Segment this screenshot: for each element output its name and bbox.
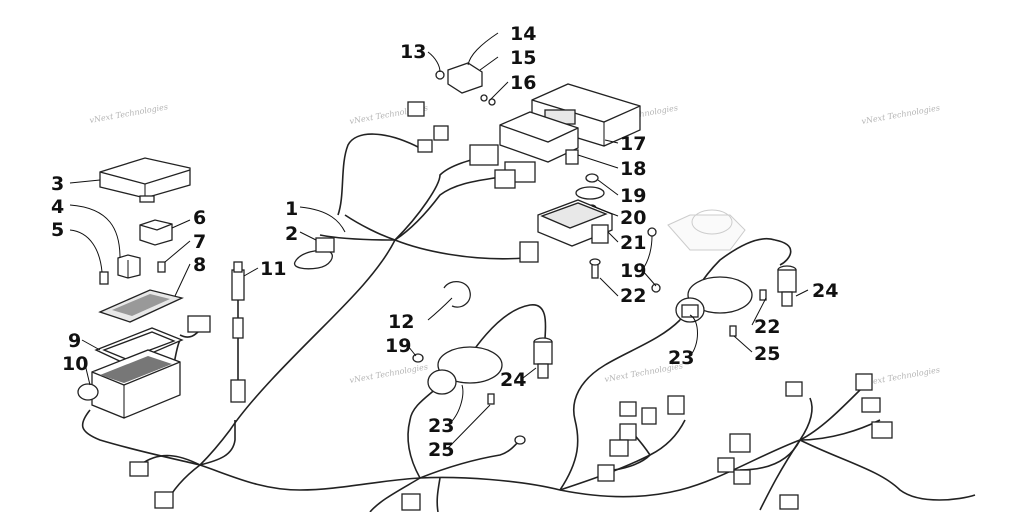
callout-9: 9	[68, 330, 81, 352]
callout-19-left: 19	[385, 335, 411, 357]
callout-21: 21	[620, 232, 646, 254]
watermark-5: vNext Technologies	[349, 362, 429, 385]
starter-motor	[667, 209, 746, 251]
callout-11: 11	[260, 258, 286, 280]
callout-7: 7	[193, 231, 206, 253]
fuse-box-gasket	[94, 327, 184, 365]
voltage-regulator	[537, 199, 613, 247]
callout-1: 1	[285, 198, 298, 220]
mounting-bolt	[589, 258, 601, 279]
ring-terminal	[514, 435, 526, 445]
callouts: 1 2 3 4 5 6 7 8 9 10 11 12 13 14 15 16 1…	[51, 23, 838, 461]
callout-23-right: 23	[668, 347, 694, 369]
right-washers	[647, 227, 661, 293]
watermark-7: vNext Technologies	[861, 365, 941, 388]
callout-18: 18	[620, 158, 646, 180]
fuse-box-base	[77, 315, 211, 419]
spark-plug-cap-right	[777, 265, 797, 307]
leader-lines	[69, 32, 809, 449]
relay-small	[117, 254, 141, 279]
watermark-1: vNext Technologies	[89, 102, 169, 125]
ecu-cover	[499, 111, 579, 165]
callout-23-left: 23	[428, 415, 454, 437]
lower-connectors	[129, 373, 893, 511]
harness-connectors	[469, 144, 539, 263]
sensor-bracket	[407, 62, 496, 153]
left-washer	[412, 353, 424, 363]
callout-24-left: 24	[500, 369, 526, 391]
callout-19-top: 19	[620, 185, 646, 207]
callout-24-right: 24	[812, 280, 838, 302]
callout-20: 20	[620, 207, 646, 229]
callout-25-left: 25	[428, 439, 454, 461]
callout-22-mid: 22	[620, 285, 646, 307]
oxygen-sensor	[230, 261, 246, 403]
fuses	[99, 261, 166, 285]
ignition-coil-left	[427, 346, 503, 405]
callout-8: 8	[193, 254, 206, 276]
callout-3: 3	[51, 173, 64, 195]
ignition-coil-right	[675, 276, 767, 337]
callout-10: 10	[62, 353, 88, 375]
callout-25-right: 25	[754, 343, 780, 365]
main-harness	[81, 133, 976, 512]
relay-large	[139, 219, 173, 246]
harness-clamp	[293, 237, 335, 270]
callout-15: 15	[510, 47, 536, 69]
callout-22-right: 22	[754, 316, 780, 338]
callout-4: 4	[51, 196, 64, 218]
callout-2: 2	[285, 223, 298, 245]
nut-washer	[575, 173, 605, 212]
callout-16: 16	[510, 72, 536, 94]
callout-17: 17	[620, 133, 646, 155]
callout-12: 12	[388, 311, 414, 333]
watermark-4: vNext Technologies	[861, 103, 941, 126]
callout-19-mid: 19	[620, 260, 646, 282]
spark-plug-cap-left	[533, 337, 553, 379]
callout-5: 5	[51, 219, 64, 241]
clamp-ring	[443, 281, 471, 308]
callout-14: 14	[510, 23, 536, 45]
fuse-box-cover	[99, 157, 191, 203]
callout-13: 13	[400, 41, 426, 63]
callout-6: 6	[193, 207, 206, 229]
fuse-label-plate	[98, 289, 184, 323]
